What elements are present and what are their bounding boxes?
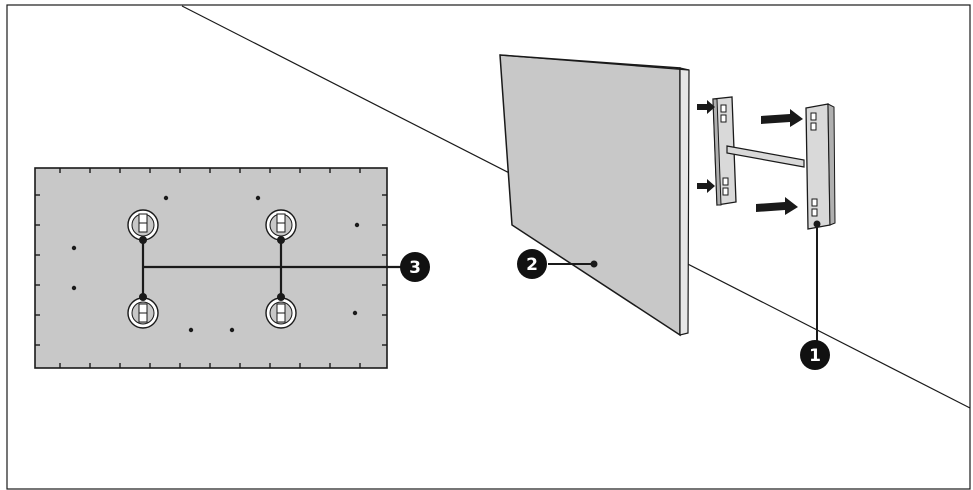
vesa-mount-hole-top-right (265, 209, 297, 241)
callout-badge-3: 3 (400, 252, 430, 282)
rear-panel-edge-ticks (35, 168, 387, 368)
callout-label-3: 3 (409, 258, 421, 278)
arrow-icon (697, 100, 715, 114)
rear-panel-screws (71, 195, 360, 333)
callout-badge-1: 1 (800, 340, 830, 370)
tv-rear-view (34, 167, 402, 369)
arrow-icon (761, 109, 803, 127)
wall-bracket (805, 103, 836, 342)
arrow-icon (756, 197, 798, 215)
tv-perspective-view (499, 54, 690, 337)
tv-top-edge (499, 54, 690, 71)
callout-label-1: 1 (809, 346, 821, 366)
callout-label-2: 2 (526, 255, 538, 275)
arrow-icon (697, 179, 715, 193)
vesa-mount-hole-top-left (127, 209, 159, 241)
callout-3-leaders (141, 240, 402, 297)
vesa-mount-hole-bottom-right (265, 297, 297, 329)
callout-1-anchor-dot (813, 220, 821, 228)
vesa-mount-hole-bottom-left (127, 297, 159, 329)
callout-badge-2: 2 (517, 249, 547, 279)
tv-side-edge (679, 67, 690, 336)
bracket-cross-bar (726, 145, 805, 168)
callout-3-anchor-dots (139, 236, 285, 301)
tv-bracket (712, 96, 737, 206)
callout-2-anchor-dot (590, 260, 598, 268)
motion-arrows (697, 100, 803, 215)
